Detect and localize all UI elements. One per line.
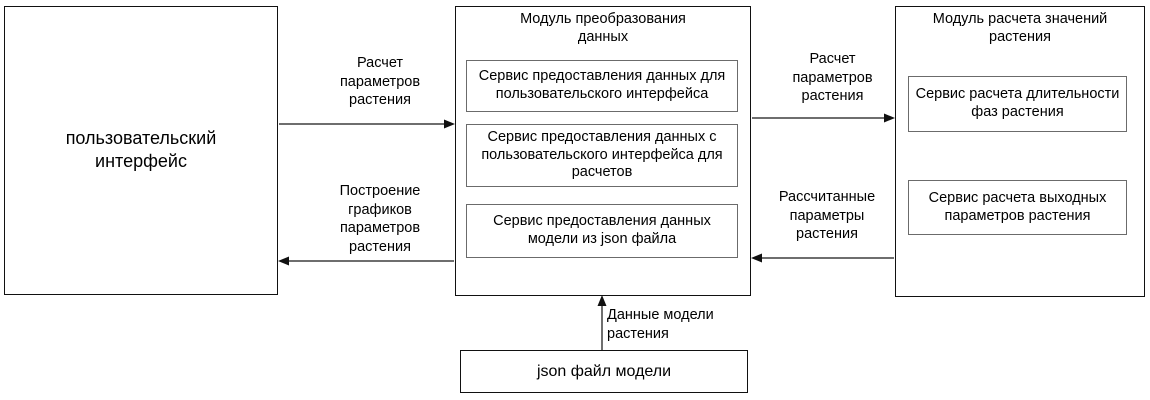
service-output-params-calc[interactable]: Сервис расчета выходных параметров расте… bbox=[908, 180, 1127, 235]
edge-label-data-to-ui: Построение графиков параметров растения bbox=[339, 183, 421, 255]
node-data-module-title: Модуль преобразования данных bbox=[520, 11, 686, 46]
node-json-file-label: json файл модели bbox=[536, 362, 672, 380]
edge-label-json-to-data: Данные модели растения bbox=[607, 307, 714, 342]
arrow-ui-to-data bbox=[279, 119, 455, 129]
edge-label-calc-to-data: Рассчитанные параметры растения bbox=[778, 189, 876, 243]
node-user-interface-label: пользовательский интерфейс bbox=[65, 128, 217, 172]
edge-label-data-to-calc: Расчет параметров растения bbox=[792, 51, 873, 105]
edge-label-ui-to-data: Расчет параметров растения bbox=[339, 55, 421, 109]
service-data-for-ui[interactable]: Сервис предоставления данных для пользов… bbox=[466, 60, 738, 112]
arrow-data-to-ui bbox=[278, 256, 454, 266]
node-calc-module[interactable] bbox=[895, 6, 1145, 297]
node-json-file[interactable]: json файл модели bbox=[460, 350, 748, 393]
service-model-data-from-json[interactable]: Сервис предоставления данных модели из j… bbox=[466, 204, 738, 258]
arrow-calc-to-data bbox=[751, 253, 894, 263]
node-user-interface[interactable] bbox=[4, 6, 278, 295]
service-data-from-ui-for-calc[interactable]: Сервис предоставления данных с пользоват… bbox=[466, 124, 738, 187]
arrow-data-to-calc bbox=[752, 113, 895, 123]
service-phase-duration-calc[interactable]: Сервис расчета длительности фаз растения bbox=[908, 76, 1127, 132]
arrow-json-to-data bbox=[597, 295, 607, 350]
node-calc-module-title: Модуль расчета значений растения bbox=[932, 11, 1108, 46]
